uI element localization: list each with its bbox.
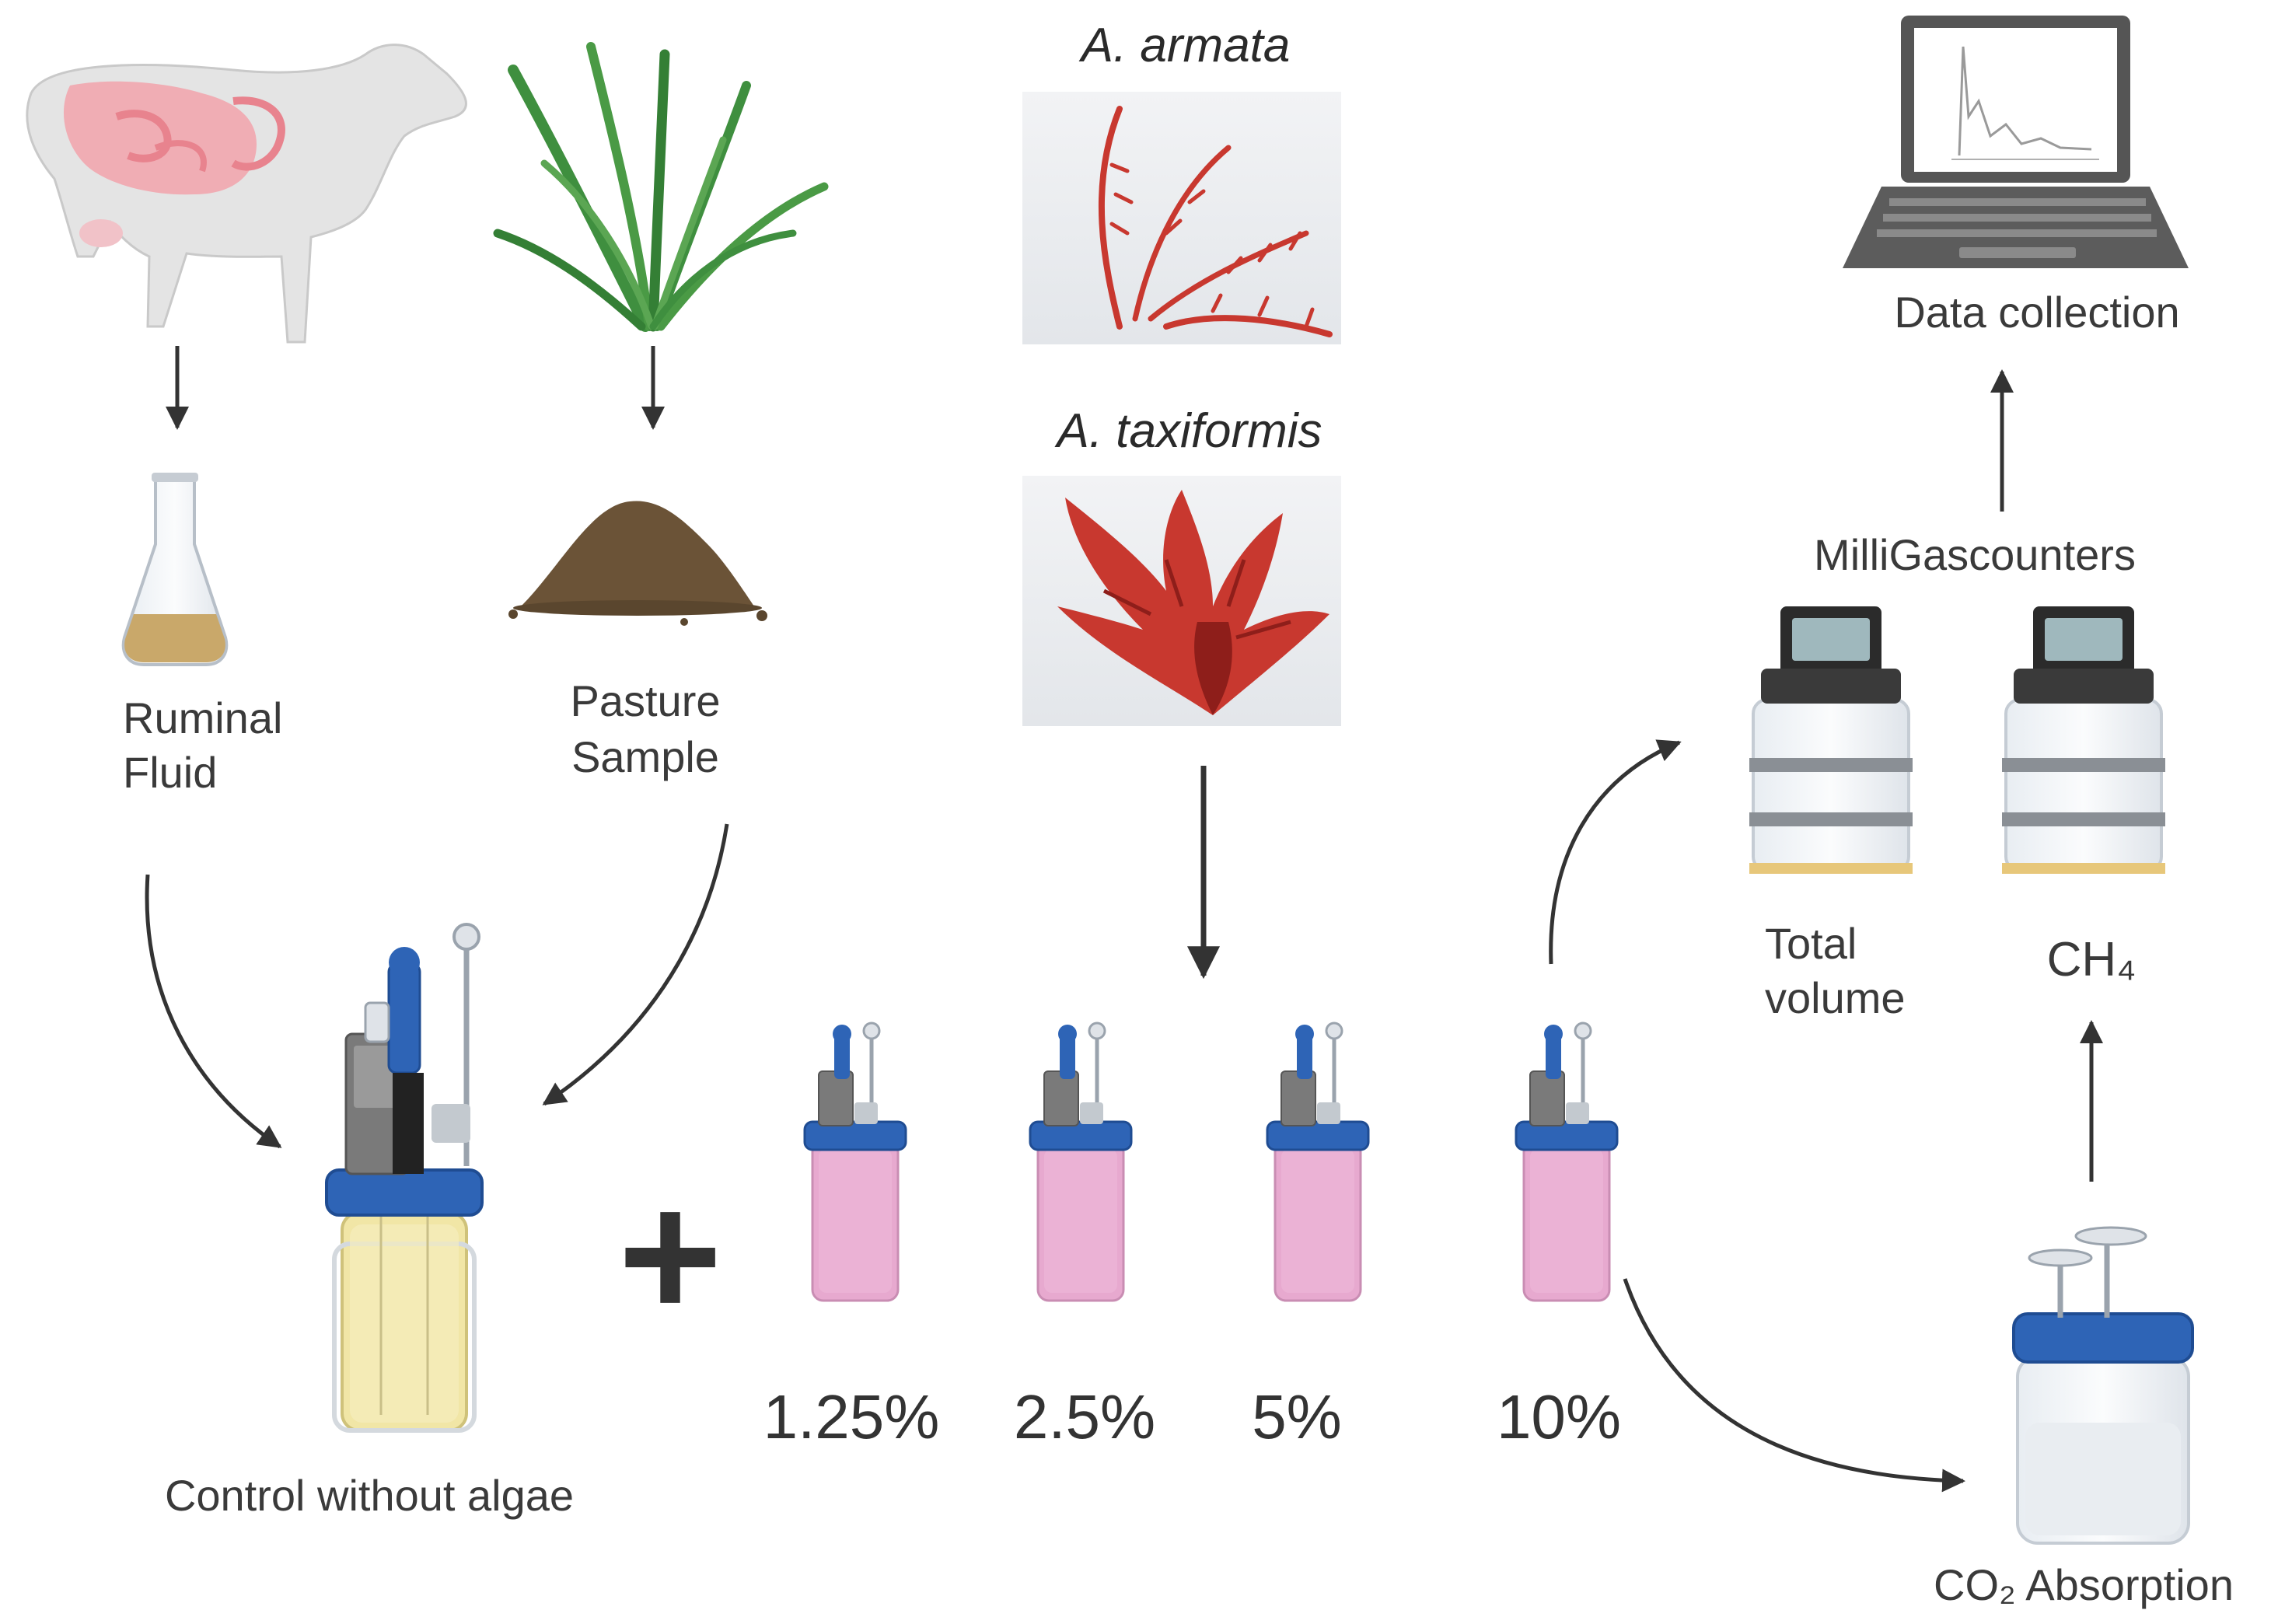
milligascounters-label: MilliGascounters bbox=[1814, 530, 2136, 579]
ch4-label: CH₄ bbox=[2046, 933, 2137, 987]
dose-label-10: 10% bbox=[1496, 1382, 1622, 1451]
grass-illustration bbox=[493, 42, 829, 332]
total-volume-label-line1: Total bbox=[1765, 919, 1857, 968]
algae-label-taxiformis: A. taxiformis bbox=[1057, 404, 1322, 458]
plus-sign: + bbox=[617, 1155, 723, 1355]
ruminal-fluid-label-line1: Ruminal bbox=[123, 693, 283, 742]
dose-label-5: 5% bbox=[1252, 1382, 1342, 1451]
arrow-fluid-to-control bbox=[145, 874, 282, 1149]
reactor-2-5 bbox=[1030, 1023, 1131, 1301]
pasture-sample-label-line2: Sample bbox=[571, 732, 719, 781]
arrow-sample-to-control bbox=[542, 823, 729, 1106]
gas-counter-total-volume bbox=[1749, 606, 1913, 874]
cow-illustration bbox=[26, 44, 467, 344]
dose-label-2-5: 2.5% bbox=[1013, 1382, 1156, 1451]
algae-photo-taxiformis bbox=[1022, 476, 1341, 726]
algae-label-armata: A. armata bbox=[1081, 19, 1291, 72]
reactor-1-25 bbox=[805, 1023, 906, 1301]
reactor-5 bbox=[1267, 1023, 1368, 1301]
arrow-reactor-to-co2 bbox=[1623, 1278, 1965, 1493]
reactor-10 bbox=[1516, 1023, 1617, 1301]
pasture-sample-label-line1: Pasture bbox=[570, 676, 721, 725]
co2-absorption-label: CO₂ Absorption bbox=[1934, 1560, 2234, 1609]
flow-arrows bbox=[145, 346, 2103, 1493]
arrow-reactor-to-meters bbox=[1549, 739, 1682, 965]
dose-label-1-25: 1.25% bbox=[763, 1382, 940, 1451]
algae-photo-armata bbox=[1022, 92, 1341, 344]
control-label: Control without algae bbox=[164, 1471, 575, 1520]
ruminal-fluid-label-line2: Fluid bbox=[123, 748, 218, 797]
co2-absorption-bottle bbox=[2012, 1226, 2194, 1545]
total-volume-label-line2: volume bbox=[1765, 973, 1906, 1022]
soil-pile-icon bbox=[508, 501, 767, 626]
data-collection-label: Data collection bbox=[1894, 288, 2180, 337]
gas-counter-ch4 bbox=[2002, 606, 2165, 874]
control-reactor bbox=[325, 923, 484, 1433]
laptop-icon bbox=[1843, 16, 2189, 268]
flask-icon bbox=[121, 473, 229, 666]
